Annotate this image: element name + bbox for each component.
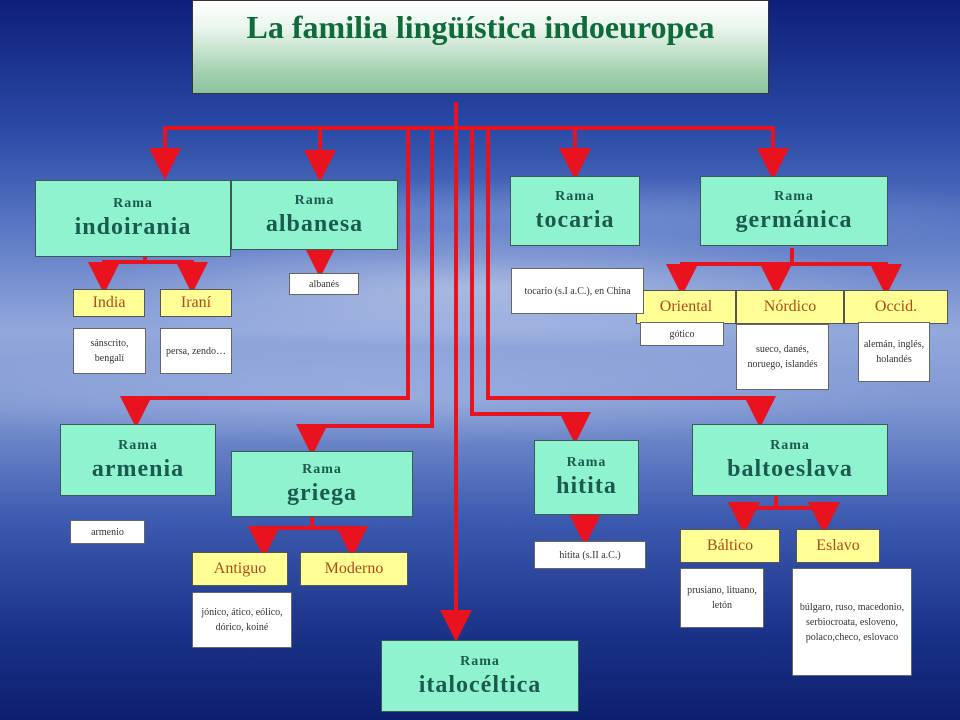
sub-eslavo: Eslavo: [796, 529, 880, 563]
note-gotico: gótico: [640, 322, 724, 346]
sub-irani: Iraní: [160, 289, 232, 317]
branch-armenia: Rama armenia: [60, 424, 216, 496]
branch-label: Rama: [460, 653, 500, 669]
note-albanes: albanés: [289, 273, 359, 295]
branch-name: armenia: [91, 455, 185, 482]
sub-india: India: [73, 289, 145, 317]
note-armenio: armenio: [70, 520, 145, 544]
branch-name: albanesa: [265, 210, 364, 237]
branch-hitita: Rama hitita: [534, 440, 639, 515]
sub-baltico: Báltico: [680, 529, 780, 563]
sub-oriental: Oriental: [636, 290, 736, 324]
branch-name: tocaria: [535, 206, 615, 233]
note-nordico: sueco, danés, noruego, islandés: [736, 324, 829, 390]
sub-antiguo: Antiguo: [192, 552, 288, 586]
branch-name: hitita: [556, 473, 617, 499]
note-baltico: prusiano, lituano, letón: [680, 568, 764, 628]
branch-label: Rama: [774, 188, 814, 204]
branch-label: Rama: [566, 455, 607, 470]
branch-name: baltoeslava: [727, 455, 853, 482]
branch-baltoeslava: Rama baltoeslava: [692, 424, 888, 496]
diagram-title: La familia lingüística indoeuropea: [192, 0, 769, 94]
note-irani: persa, zendo…: [160, 328, 232, 374]
note-griego: jónico, ático, eólico, dórico, koiné: [192, 592, 292, 648]
branch-label: Rama: [555, 188, 595, 204]
note-hitita: hitita (s.II a.C.): [534, 541, 646, 569]
branch-tocaria: Rama tocaria: [510, 176, 640, 246]
note-eslavo: búlgaro, ruso, macedonio, serbiocroata, …: [792, 568, 912, 676]
sub-occid: Occid.: [844, 290, 948, 324]
note-occid: alemán, inglés, holandés: [858, 322, 930, 382]
branch-label: Rama: [302, 461, 342, 477]
sub-nordico: Nórdico: [736, 290, 844, 324]
sub-moderno: Moderno: [300, 552, 408, 586]
branch-italoceltica: Rama italocéltica: [381, 640, 579, 712]
branch-label: Rama: [118, 437, 158, 453]
branch-name: germánica: [735, 206, 853, 233]
branch-name: indoirania: [74, 214, 192, 240]
branch-albanesa: Rama albanesa: [231, 180, 398, 250]
branch-griega: Rama griega: [231, 451, 413, 517]
note-india: sánscrito, bengalí: [73, 328, 146, 374]
branch-name: italocéltica: [418, 671, 542, 698]
diagram-title-text: La familia lingüística indoeuropea: [246, 9, 715, 45]
branch-name: griega: [287, 479, 357, 506]
branch-label: Rama: [770, 437, 810, 453]
note-tocario: tocario (s.I a.C.), en China: [511, 268, 644, 314]
branch-germanica: Rama germánica: [700, 176, 888, 246]
branch-label: Rama: [113, 196, 153, 211]
branch-label: Rama: [294, 192, 335, 208]
branch-indoirania: Rama indoirania: [35, 180, 231, 257]
